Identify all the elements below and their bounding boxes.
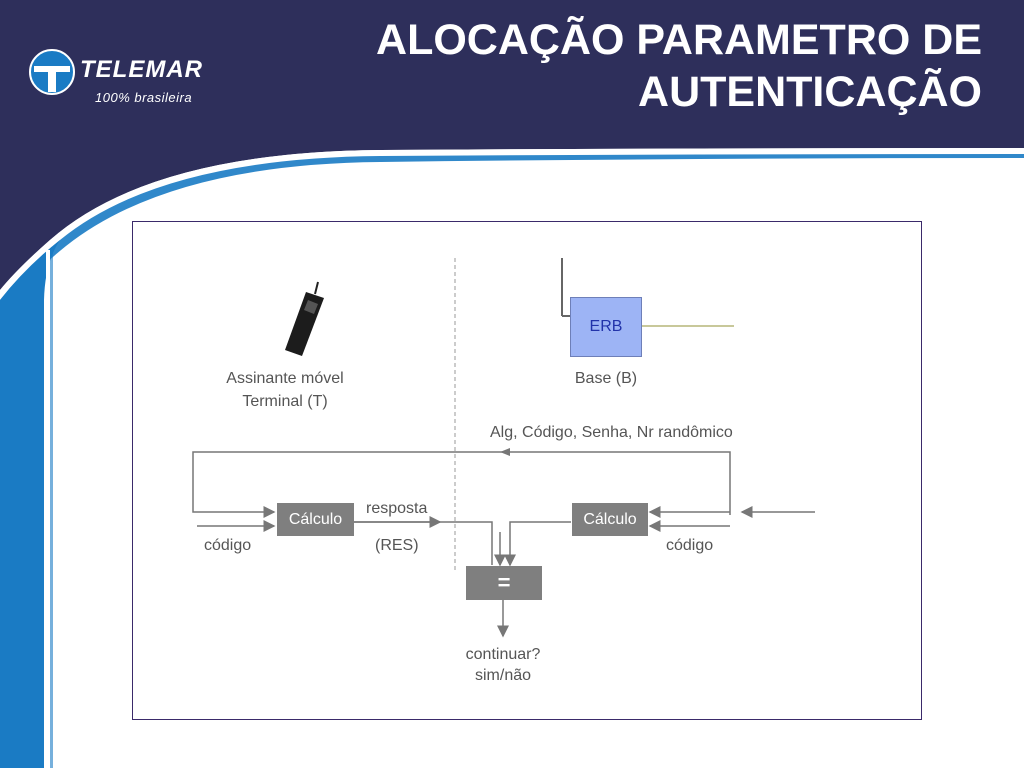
- logo-tagline: 100% brasileira: [95, 90, 193, 105]
- code-right-label: código: [666, 537, 714, 554]
- mobile-label-line-2: Terminal (T): [242, 393, 328, 410]
- erb-box: ERB: [570, 297, 642, 357]
- title-line-1: ALOCAÇÃO PARAMETRO DE: [376, 16, 982, 64]
- telemar-logo-icon: [29, 49, 75, 95]
- logo-name: TELEMAR: [80, 56, 203, 83]
- compare-box: =: [466, 566, 542, 600]
- calc-right-box: Cálculo: [572, 503, 648, 536]
- slide-title: ALOCAÇÃO PARAMETRO DE AUTENTICAÇÃO: [282, 14, 982, 118]
- title-line-2: AUTENTICAÇÃO: [638, 68, 982, 116]
- mobile-label-line-1: Assinante móvel: [226, 370, 344, 387]
- base-label: Base (B): [574, 370, 638, 387]
- response-abbrev-label: (RES): [375, 537, 419, 554]
- calc-left-box: Cálculo: [277, 503, 354, 536]
- diagram-frame: [132, 221, 922, 720]
- code-left-label: código: [204, 537, 252, 554]
- continue-label-line-1: continuar?: [465, 646, 541, 663]
- continue-label-line-2: sim/não: [474, 667, 532, 684]
- mobile-phone-icon: [285, 281, 324, 356]
- response-label: resposta: [366, 500, 428, 517]
- params-loop-line: [192, 451, 731, 518]
- params-label: Alg, Código, Senha, Nr randômico: [490, 424, 733, 441]
